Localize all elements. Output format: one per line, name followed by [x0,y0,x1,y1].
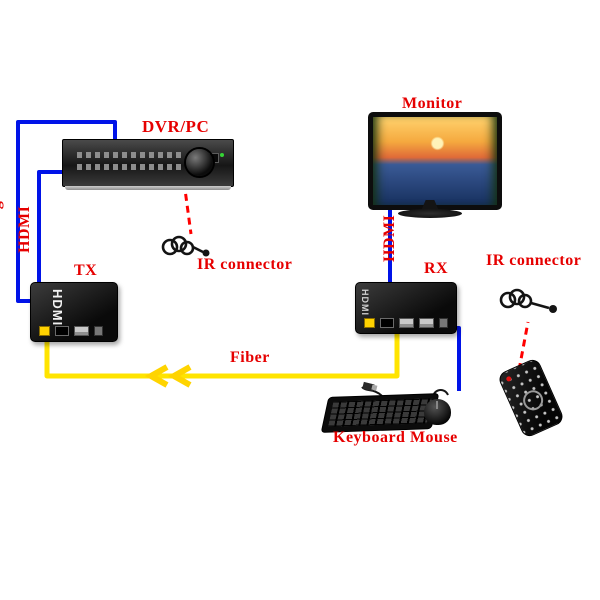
tx-fiber-port [39,326,50,336]
fiber-arrow-1 [144,364,169,388]
rx-device: HDMI [355,282,457,334]
fiber-arrow-2 [167,364,192,388]
rx-fiber-port [364,318,375,328]
monitor-stand-base [398,209,462,218]
hdmi-rx-label: HDMI [381,214,398,262]
keyboard-device [320,393,440,433]
fiber-label: Fiber [230,349,270,366]
ir-connector-left-label: IR connector [197,256,293,273]
dvr-jog-dial [186,149,213,176]
keyboard-keys [328,398,433,427]
rx-usb-port-2 [419,318,434,328]
monitor-stand-neck [421,200,439,211]
ir-receiver-right [499,288,557,313]
rx-ports [364,318,448,328]
rx-hdmi-port [380,318,394,328]
remote-control-device [496,357,566,439]
monitor-device [368,112,502,210]
rx-brand-text: HDMI [360,289,370,316]
tx-usb-port [74,326,89,336]
mouse-device [424,399,451,425]
kb-mouse-line [450,326,461,391]
monitor-label: Monitor [402,95,463,112]
ir-receiver-left [161,235,210,257]
tx-ports [39,326,109,336]
usb-signal-label: USB signal [0,177,4,258]
dvr-button-row [77,164,181,170]
tx-brand-text: HDMI [50,289,65,327]
hdmi-line-tx [37,170,63,283]
tx-label: TX [74,262,98,279]
monitor-screen [373,117,497,205]
tx-device: HDMI [30,282,118,342]
keyboard-mouse-label: Keyboard Mouse [333,429,458,446]
dvr-button-row [77,152,181,158]
rx-usb-port-1 [399,318,414,328]
tx-hdmi-port [55,326,69,336]
tx-power-port [94,326,103,336]
ir-connector-right-label: IR connector [486,252,582,269]
dvr-label: DVR/PC [142,117,210,136]
rx-label: RX [424,260,449,277]
rx-power-port [439,318,448,328]
dvr-power-led [220,153,224,157]
dvr-device [62,139,234,190]
hdmi-tx-label: HDMI [16,205,33,253]
